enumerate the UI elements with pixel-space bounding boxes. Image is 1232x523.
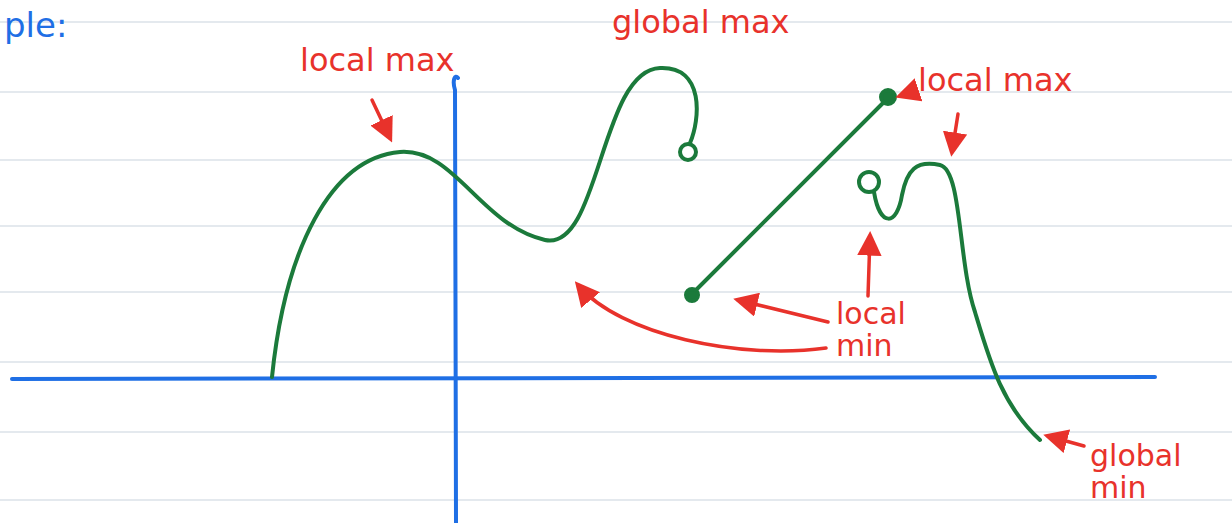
axes — [12, 77, 1155, 523]
example-heading: ple: — [4, 8, 67, 44]
extremum-label: local max — [300, 44, 454, 78]
function-curve — [272, 68, 1040, 440]
pointer-arrows — [372, 92, 1084, 446]
extremum-label: local min — [836, 298, 926, 361]
extremum-label: global max — [612, 6, 789, 40]
ruled-lines — [0, 22, 1232, 500]
extremum-label: global min — [1090, 440, 1210, 503]
extremum-label: local max — [918, 64, 1072, 98]
